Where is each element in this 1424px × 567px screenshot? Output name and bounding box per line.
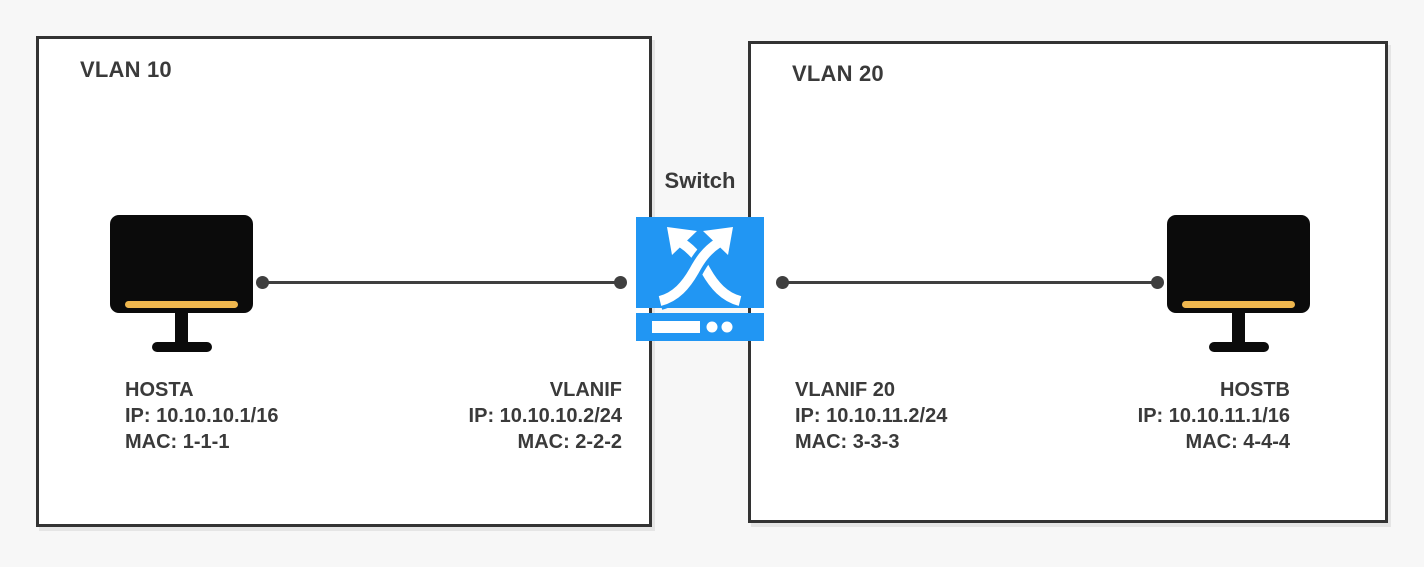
vlan10-label: VLAN 10 — [80, 57, 172, 82]
link-endpoint-dot — [256, 276, 269, 289]
vlanif20-mac: MAC: 3-3-3 — [795, 431, 900, 453]
hosta-mac: MAC: 1-1-1 — [125, 431, 230, 453]
vlanif-name: VLANIF — [549, 379, 622, 401]
vlanif-ip: IP: 10.10.10.2/24 — [468, 405, 622, 427]
hosta-ip: IP: 10.10.10.1/16 — [125, 405, 279, 427]
hostb-name: HOSTB — [1220, 379, 1290, 401]
hosta-name: HOSTA — [125, 379, 194, 401]
vlanif20-ip: IP: 10.10.11.2/24 — [795, 405, 948, 427]
monitor-icon — [110, 215, 255, 357]
switch-icon — [636, 217, 764, 346]
link-endpoint-dot — [776, 276, 789, 289]
hostb-mac: MAC: 4-4-4 — [1185, 431, 1290, 453]
monitor-icon — [1167, 215, 1312, 357]
switch-label: Switch — [664, 168, 736, 193]
link-endpoint-dot — [614, 276, 627, 289]
link-endpoint-dot — [1151, 276, 1164, 289]
link-hosta-switch — [256, 276, 627, 289]
vlan20-label: VLAN 20 — [792, 61, 884, 86]
vlanif-mac: MAC: 2-2-2 — [517, 431, 622, 453]
link-switch-hostb — [776, 276, 1164, 289]
hostb-ip: IP: 10.10.11.1/16 — [1137, 405, 1290, 427]
vlanif20-name: VLANIF 20 — [795, 379, 896, 401]
vlanif20-info: VLANIF 20 IP: 10.10.11.2/24 MAC: 3-3-3 — [795, 377, 947, 455]
hostb-info: HOSTB IP: 10.10.11.1/16 MAC: 4-4-4 — [1058, 377, 1290, 455]
vlanif-info: VLANIF IP: 10.10.10.2/24 MAC: 2-2-2 — [390, 377, 622, 455]
hosta-info: HOSTA IP: 10.10.10.1/16 MAC: 1-1-1 — [125, 377, 278, 455]
